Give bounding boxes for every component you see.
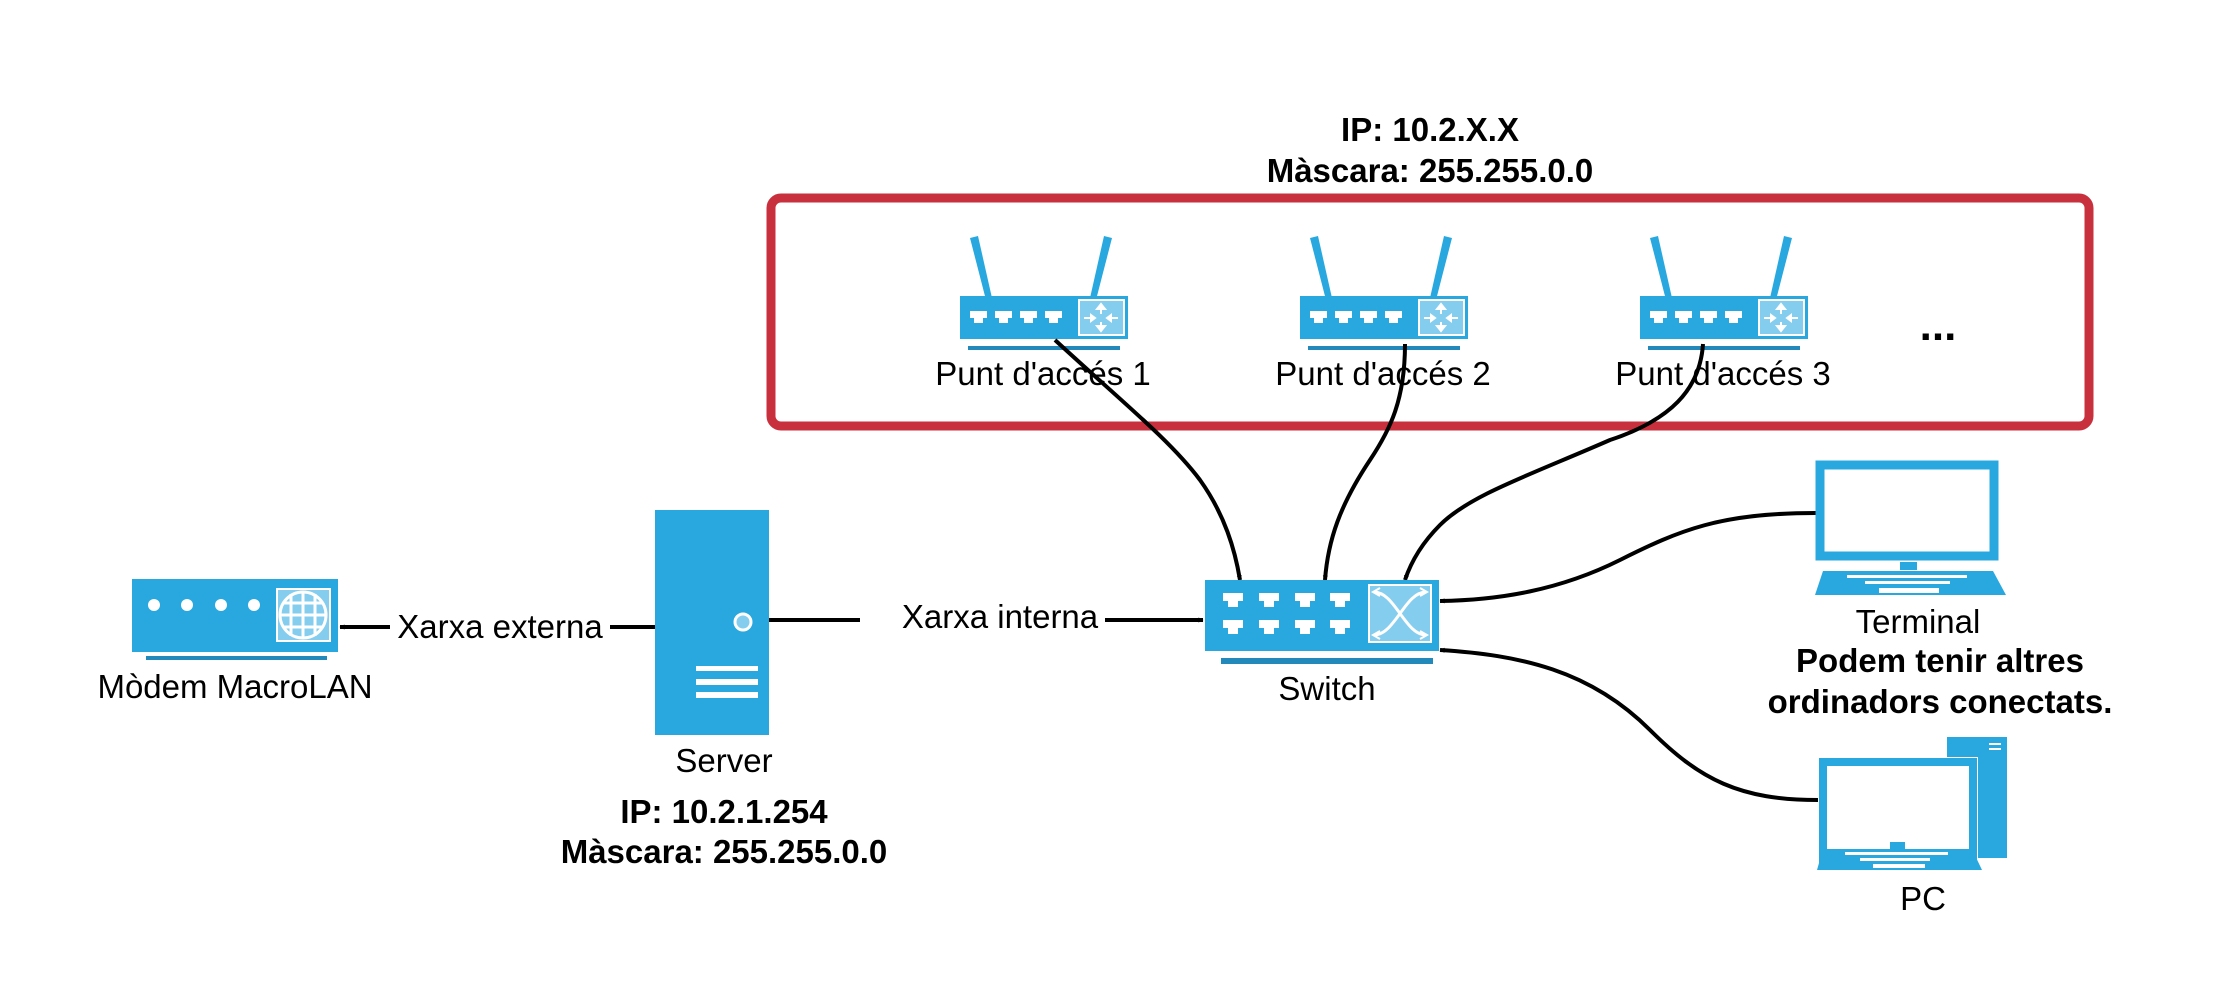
terminal-note-line1: Podem tenir altres xyxy=(1796,642,2084,679)
switch-label: Switch xyxy=(1278,670,1375,707)
server-label: Server xyxy=(675,742,772,779)
access-point-1[interactable] xyxy=(959,235,1129,351)
modem-status-lights xyxy=(148,599,260,611)
server-ip-label: IP: 10.2.1.254 xyxy=(620,793,828,830)
access-point-1-label: Punt d'accés 1 xyxy=(935,355,1150,392)
external-network-label: Xarxa externa xyxy=(397,608,603,645)
group-mask-label: Màscara: 255.255.0.0 xyxy=(1267,152,1594,189)
connection-terminal-switch xyxy=(1439,511,1817,604)
terminal[interactable] xyxy=(1815,460,2006,595)
internal-network-label: Xarxa interna xyxy=(902,598,1099,635)
connection-ap3-switch xyxy=(1403,343,1705,581)
access-point-3-label: Punt d'accés 3 xyxy=(1615,355,1830,392)
modem[interactable] xyxy=(132,579,338,660)
router-icon xyxy=(1299,235,1469,351)
server-mask-label: Màscara: 255.255.0.0 xyxy=(561,833,888,870)
switch-ports xyxy=(1223,593,1350,634)
terminal-screen xyxy=(1815,460,1999,561)
terminal-label: Terminal xyxy=(1856,603,1981,640)
pc[interactable] xyxy=(1817,737,2007,870)
router-icon xyxy=(959,235,1129,351)
switch[interactable] xyxy=(1205,580,1439,664)
switch-crossover-icon xyxy=(1368,584,1432,643)
server[interactable] xyxy=(655,510,769,735)
access-point-2-label: Punt d'accés 2 xyxy=(1275,355,1490,392)
more-access-points-ellipsis: ... xyxy=(1920,301,1957,350)
router-icon xyxy=(1639,235,1809,351)
access-point-2[interactable] xyxy=(1299,235,1469,351)
connection-ap1-switch xyxy=(1053,338,1242,581)
server-power-light xyxy=(733,612,753,632)
globe-icon xyxy=(276,588,331,642)
terminal-note-line2: ordinadors conectats. xyxy=(1768,683,2113,720)
pc-label: PC xyxy=(1900,880,1946,917)
access-point-group-box xyxy=(766,193,2094,431)
connection-pc-switch xyxy=(1439,647,1819,802)
modem-label: Mòdem MacroLAN xyxy=(97,668,372,705)
access-point-3[interactable] xyxy=(1639,235,1809,351)
connection-ap2-switch xyxy=(1322,343,1407,581)
group-ip-label: IP: 10.2.X.X xyxy=(1341,111,1519,148)
